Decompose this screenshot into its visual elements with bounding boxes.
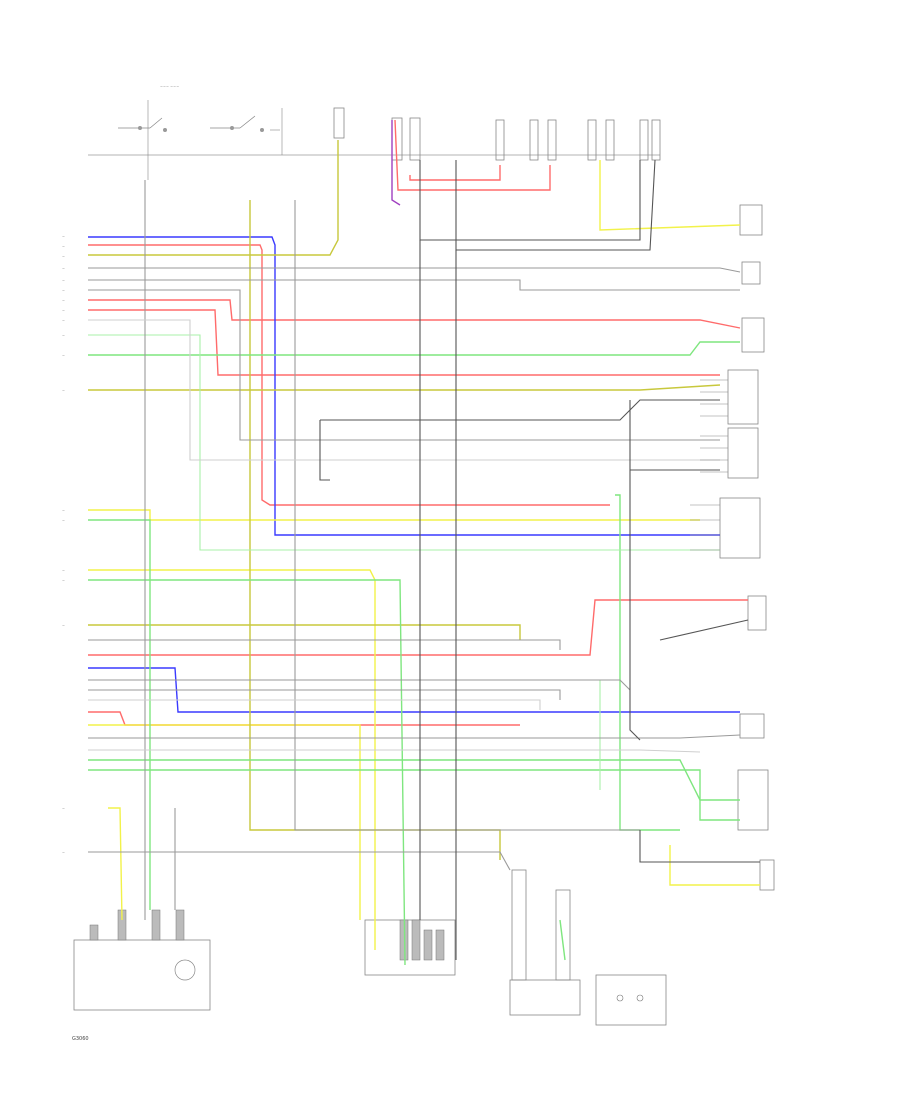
- wire-dark: [319, 159, 760, 960]
- connector-stubs: [690, 379, 728, 551]
- right-components: [719, 204, 775, 891]
- wire-lightgray: [88, 319, 720, 753]
- svg-text:~: ~: [62, 807, 65, 811]
- left-pin-labels: ~ ~ ~ ~ ~ ~ ~ ~ ~ ~ ~ ~ ~ ~ ~ ~ ~ ~ ~: [62, 235, 65, 855]
- svg-text:~: ~: [62, 569, 65, 573]
- svg-text:~: ~: [62, 309, 65, 313]
- wire-yellow: [88, 160, 760, 950]
- diagram-code: G3060: [72, 1036, 89, 1042]
- svg-text:~: ~: [62, 509, 65, 513]
- svg-text:~: ~: [62, 579, 65, 583]
- fuse-block-top: [333, 107, 661, 161]
- svg-text:~: ~: [62, 519, 65, 523]
- svg-text:~: ~: [62, 235, 65, 239]
- svg-text:~: ~: [62, 624, 65, 628]
- svg-text:~: ~: [62, 255, 65, 259]
- svg-text:~: ~: [62, 279, 65, 283]
- svg-text:~: ~: [62, 389, 65, 393]
- svg-text:~: ~: [62, 289, 65, 293]
- svg-text:~: ~: [62, 354, 65, 358]
- svg-text:~: ~: [62, 319, 65, 323]
- wire-green: [88, 341, 740, 966]
- iacv-connector: [509, 869, 581, 1016]
- ecm-connector: [364, 919, 456, 976]
- svg-text:~: ~: [62, 267, 65, 271]
- svg-text:~: ~: [62, 245, 65, 249]
- wire-blue: [88, 236, 740, 713]
- svg-text:~: ~: [62, 299, 65, 303]
- svg-text:~~~ ~~~: ~~~ ~~~: [160, 85, 179, 89]
- wire-gray: [88, 180, 741, 920]
- wire-lightgreen: [88, 334, 720, 790]
- wire-olive: [88, 140, 721, 860]
- ignition-switch: ~~~ ~~~: [118, 85, 179, 180]
- left-bottom-connector: [73, 909, 211, 1011]
- wire-purple: [391, 120, 401, 206]
- distributor-connector: [595, 974, 667, 1026]
- svg-text:~: ~: [62, 851, 65, 855]
- wire-red: [88, 119, 748, 726]
- svg-text:~: ~: [62, 334, 65, 338]
- ignition-switch-2: [210, 108, 283, 155]
